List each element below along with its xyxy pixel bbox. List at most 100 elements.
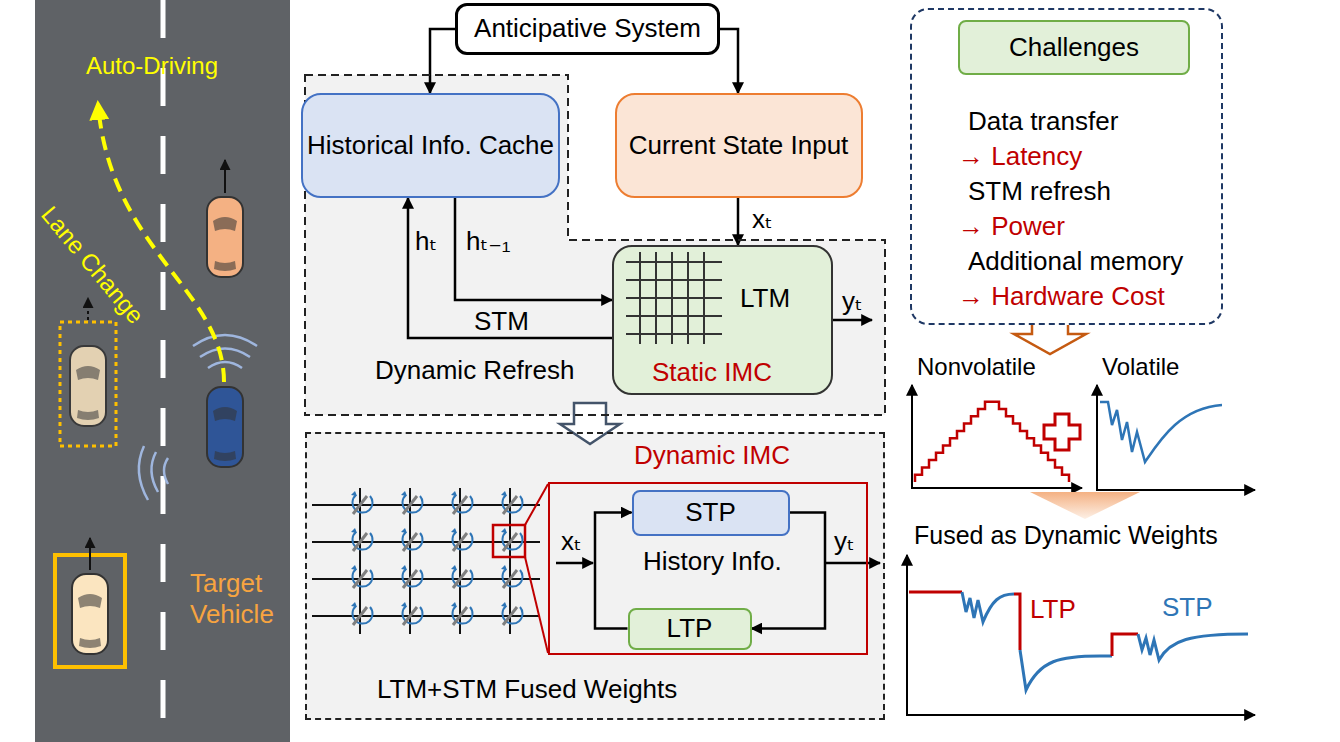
device-element: [503, 570, 517, 588]
ltp-box: LTP: [628, 608, 752, 650]
crossbar-column: [655, 252, 657, 344]
chart-axes: [912, 385, 1082, 488]
lead-car: [207, 197, 243, 277]
crossbar-column: [409, 488, 411, 634]
static-imc-box: LTM Static IMC: [612, 245, 833, 395]
crossbar-row: [312, 578, 540, 580]
device-loop-head: [501, 491, 507, 496]
device-loop-head: [451, 602, 457, 607]
car-heading-arrow: [87, 298, 89, 320]
node-text: STP: [685, 497, 736, 528]
highlight-cell: [493, 525, 525, 557]
node-text: → Power: [958, 211, 1065, 242]
connector: [430, 29, 455, 93]
node-text: Historical Info. Cache: [307, 130, 554, 161]
device-element: [353, 570, 367, 588]
fused-weights-region: LTM+STM Fused WeightsDynamic IMCSTPLTP: [305, 432, 885, 720]
sensor-waves: [139, 335, 257, 500]
crossbar-column: [459, 488, 461, 634]
crossbar-row: [312, 615, 540, 617]
crossbar-row: [312, 504, 540, 506]
device-element: [403, 496, 417, 514]
node-text: Data transfer: [968, 106, 1118, 137]
target-box: [55, 555, 125, 667]
connector: [595, 513, 632, 629]
device-loop-head: [451, 491, 457, 496]
crossbar-column: [687, 252, 689, 344]
cache-box: Historical Info. Cache: [301, 93, 560, 198]
device-element: [353, 533, 367, 551]
device-element: [503, 607, 517, 625]
device-loop-head: [501, 565, 507, 570]
device-element: [453, 570, 467, 588]
crossbar-column: [639, 252, 641, 344]
signal-label: xₜ: [561, 526, 582, 557]
plus-sign: [1044, 414, 1080, 450]
series-label: LTP: [1030, 594, 1076, 625]
device-element: [353, 607, 367, 625]
lane-changing-car: [207, 387, 243, 467]
node-text: Dynamic Refresh: [375, 355, 574, 386]
road: [35, 0, 290, 742]
crossbar-column: [703, 252, 705, 344]
node-text: LTM: [740, 283, 790, 314]
device-element: [403, 570, 417, 588]
device-element: [503, 533, 517, 551]
connector: [720, 29, 738, 93]
input-arrow: [556, 562, 593, 565]
car-heading-arrow: [89, 538, 91, 570]
chart-title: Nonvolatile: [917, 353, 1036, 382]
device-loop-head: [401, 491, 407, 496]
stp-box: STP: [632, 490, 790, 536]
input-box: Current State Input: [615, 93, 863, 198]
stp-segment: [962, 592, 1014, 622]
target-car: [72, 574, 108, 654]
chart-axes: [1097, 385, 1255, 490]
device-element: [403, 533, 417, 551]
device-element: [403, 607, 417, 625]
device-loop-head: [351, 528, 357, 533]
wave-arc: [151, 452, 158, 492]
hollow-arrow: [1014, 322, 1086, 354]
zoom-leader: [525, 484, 548, 525]
wave-arc: [208, 362, 242, 368]
device-element: [453, 533, 467, 551]
device-element: [503, 496, 517, 514]
crossbar-column: [671, 252, 673, 344]
signal-label: yₜ: [842, 286, 863, 317]
wave-arc: [164, 458, 168, 484]
crossbar-array: [626, 252, 722, 344]
signal-label: hₜ: [415, 226, 437, 257]
node-text: Static IMC: [652, 357, 772, 388]
output-arrow: [833, 319, 872, 322]
wave-arc: [200, 349, 250, 358]
block-arrow: [560, 403, 620, 444]
device-loop-head: [401, 602, 407, 607]
device-loop-head: [501, 602, 507, 607]
annotation: History Info.: [643, 546, 782, 577]
predicted-car: [70, 346, 106, 426]
chart-axes: [907, 555, 1255, 715]
connector: [408, 198, 612, 338]
device-element: [353, 496, 367, 514]
crossbar-column: [509, 488, 511, 634]
connector: [737, 198, 740, 245]
wave-arc: [139, 446, 148, 500]
device-loop-head: [351, 565, 357, 570]
ltp-staircase: [915, 402, 1069, 482]
chart-title: Fused as Dynamic Weights: [914, 520, 1218, 550]
lane-marking: [161, 0, 166, 742]
stp-segment: [1020, 650, 1112, 690]
output-arrow: [825, 562, 880, 565]
node-text: Challenges: [1009, 32, 1139, 63]
device-loop-head: [401, 528, 407, 533]
ltp-segment: [909, 591, 962, 594]
device-loop-head: [401, 565, 407, 570]
device-loop-head: [451, 528, 457, 533]
system-box: Anticipative System: [455, 3, 720, 55]
fusion-arrow: [1030, 492, 1140, 519]
device-loop-head: [451, 565, 457, 570]
edge-label: STM: [474, 306, 529, 337]
device-loop-head: [501, 528, 507, 533]
